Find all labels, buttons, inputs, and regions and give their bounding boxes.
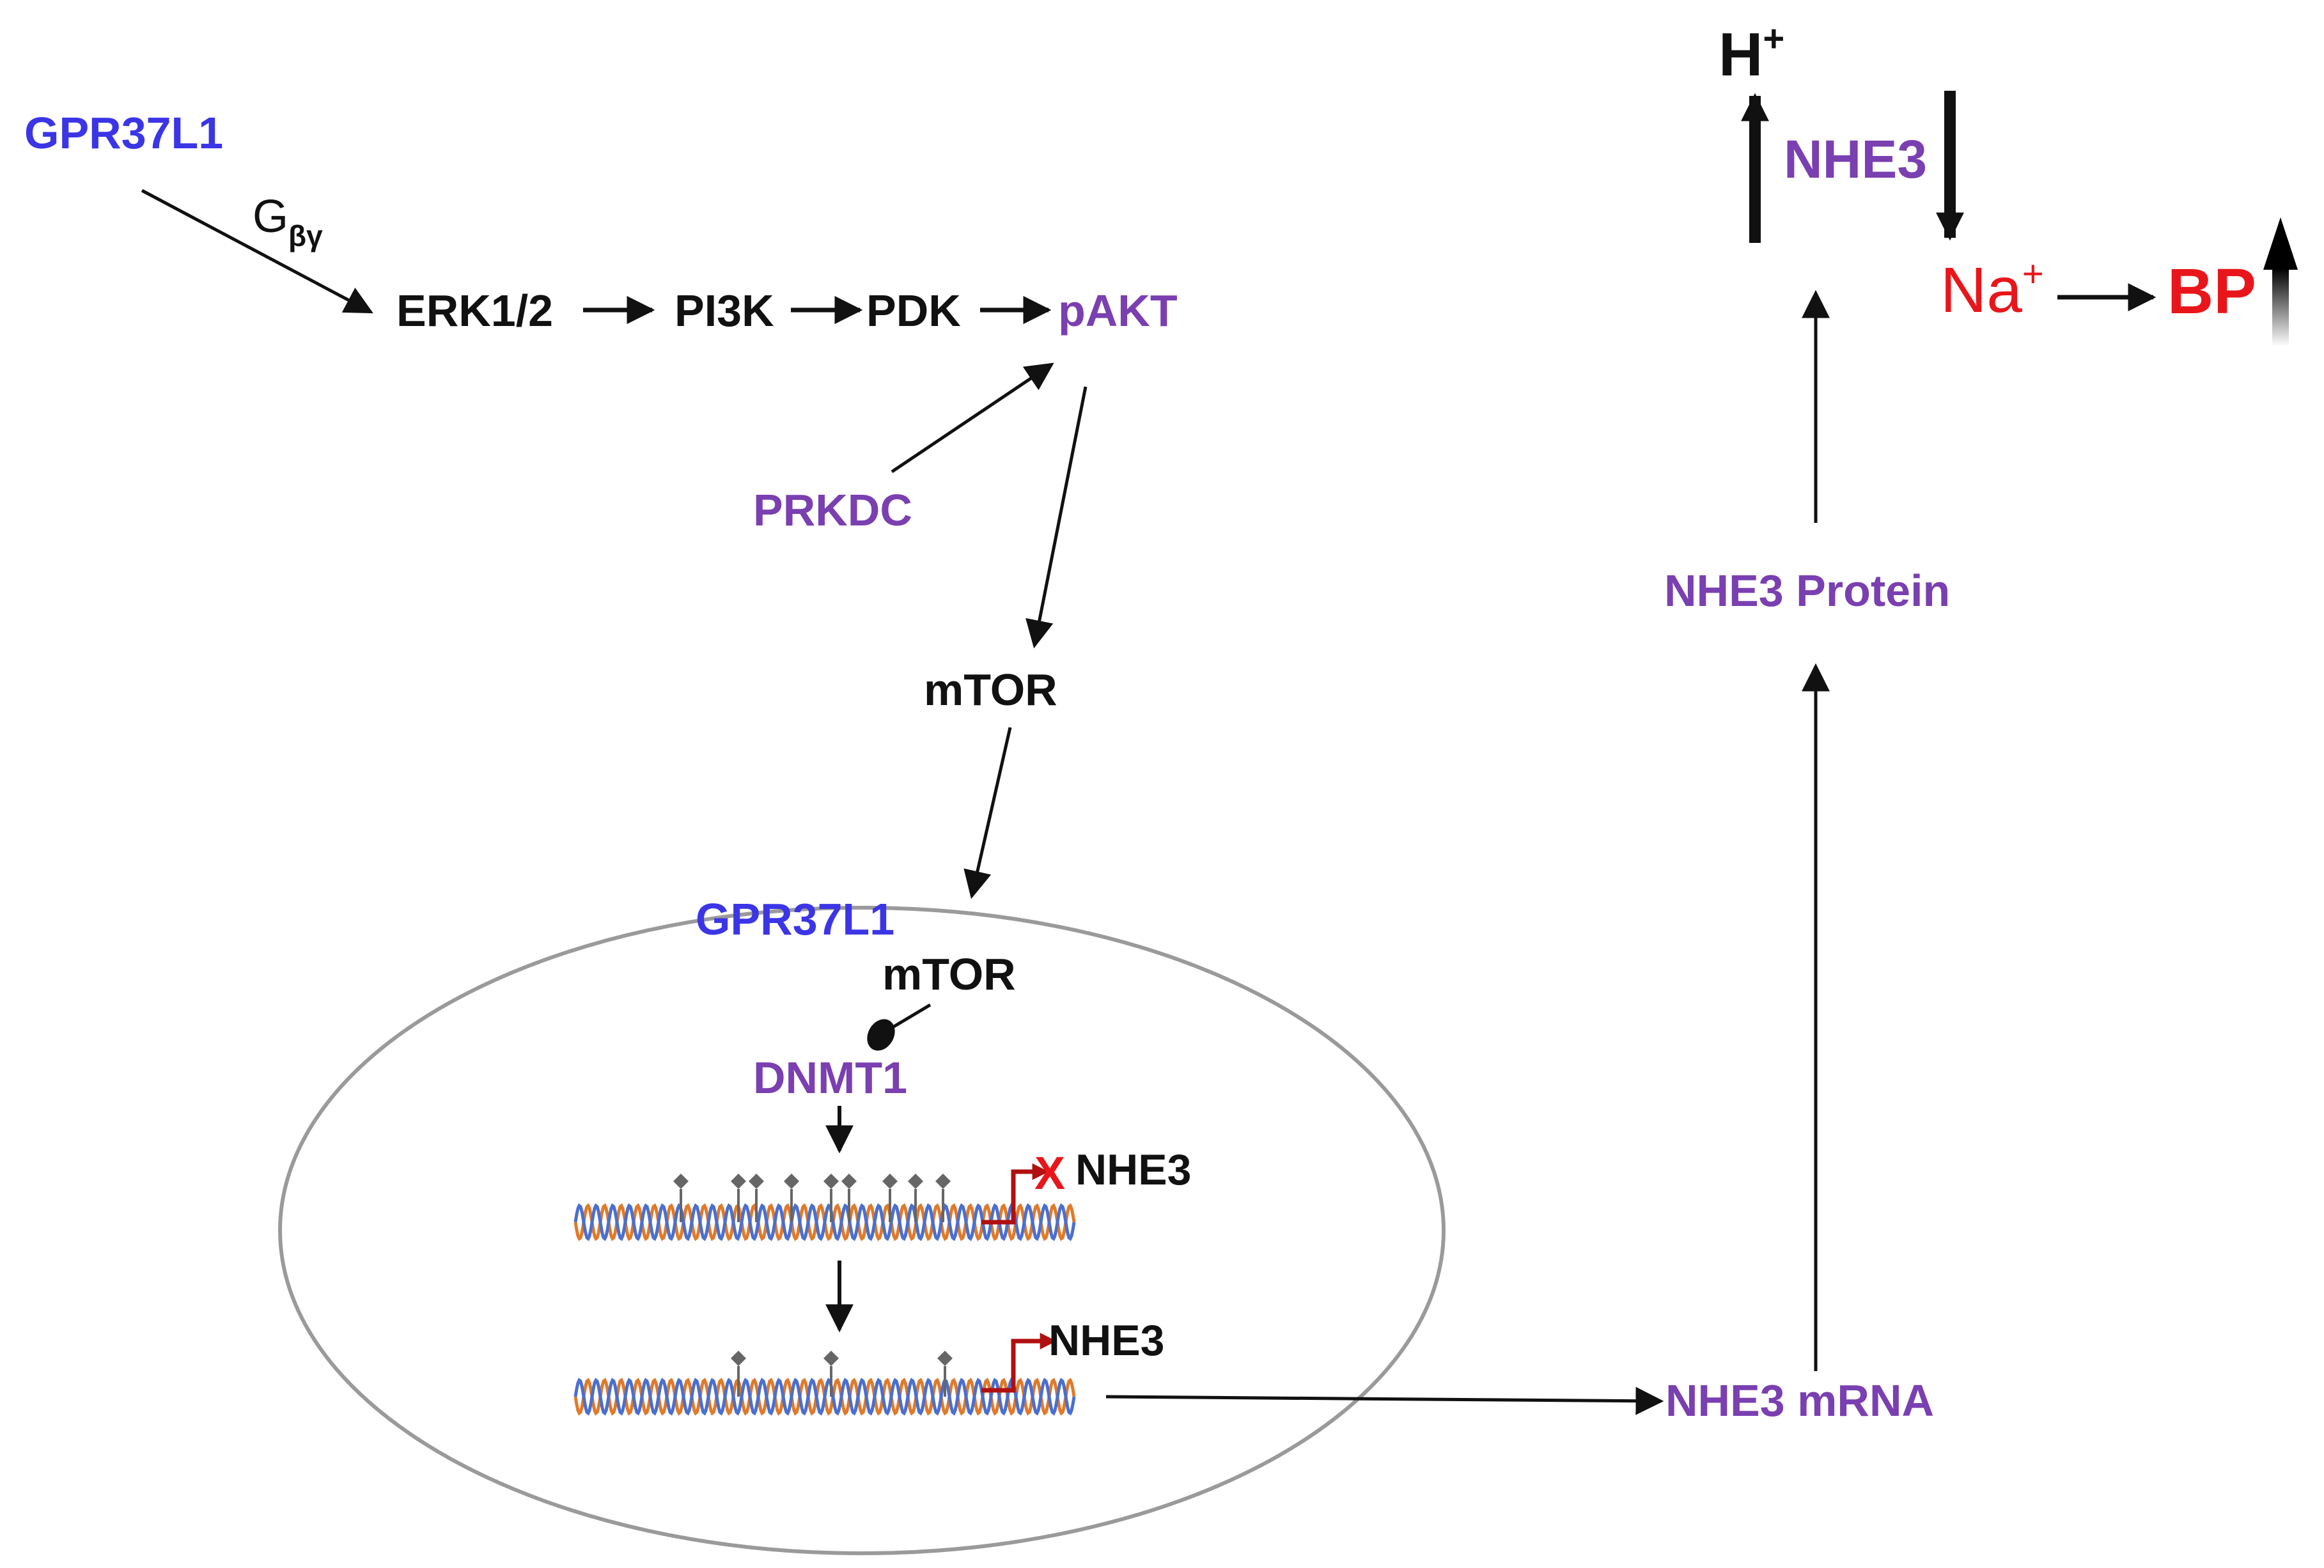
arrow-mtor-to-nucleus xyxy=(963,727,1012,899)
methylation-mark xyxy=(823,1351,839,1366)
bp-increase-arrowhead xyxy=(2263,217,2298,270)
methylation-mark xyxy=(935,1174,951,1189)
nucleus-ellipse xyxy=(278,906,1446,1555)
methylation-marks-active xyxy=(731,1351,953,1397)
methylation-marks-methylated xyxy=(673,1174,951,1222)
methylation-mark xyxy=(731,1174,746,1189)
bp-label: BP xyxy=(2167,256,2256,327)
blocked-x-mark: X xyxy=(1034,1148,1065,1199)
arrow-dna-to-mrna xyxy=(1105,1386,1664,1415)
methylation-mark xyxy=(731,1351,746,1366)
erk-label: ERK1/2 xyxy=(396,286,553,336)
dnmt1-label: DNMT1 xyxy=(753,1053,907,1103)
na-plus-label: Na+ xyxy=(1940,253,2044,326)
arrow-prkdc-to-pakt xyxy=(891,362,1054,474)
methylation-mark xyxy=(937,1351,953,1366)
gpr37l1-top-label: GPR37L1 xyxy=(24,108,223,158)
nhe3-mrna-label: NHE3 mRNA xyxy=(1665,1376,1934,1425)
inhibition-blunt-end xyxy=(867,1019,895,1051)
pdk-label: PDK xyxy=(866,286,961,336)
methylation-mark xyxy=(882,1174,898,1189)
methylation-mark xyxy=(784,1174,799,1189)
nhe3-exchanger-label: NHE3 xyxy=(1784,129,1927,189)
g-beta-gamma-label: Gβγ xyxy=(253,191,323,252)
methylation-mark xyxy=(908,1174,923,1189)
methylation-mark xyxy=(841,1174,857,1189)
methylation-mark xyxy=(823,1174,839,1189)
methylation-mark xyxy=(749,1174,764,1189)
nhe3-gene-silenced-label: NHE3 xyxy=(1075,1145,1191,1194)
prkdc-label: PRKDC xyxy=(753,485,912,535)
nhe3-protein-label: NHE3 Protein xyxy=(1664,566,1950,616)
dna-strand-active xyxy=(573,1351,1076,1416)
arrow-gpr37l1-to-erk xyxy=(141,189,373,314)
pakt-label: pAKT xyxy=(1058,286,1178,336)
nhe3-gene-active-label: NHE3 xyxy=(1049,1316,1164,1365)
inhibition-mtor-to-dnmt1 xyxy=(886,1003,932,1032)
arrow-pakt-to-mtor xyxy=(1026,386,1088,649)
tss-arrow-active xyxy=(981,1333,1057,1393)
pi3k-label: PI3K xyxy=(675,286,774,336)
gpr37l1-nucleus-label: GPR37L1 xyxy=(696,894,894,944)
mtor-nucleus-label: mTOR xyxy=(882,949,1016,999)
mtor-label: mTOR xyxy=(924,665,1057,715)
methylation-mark xyxy=(673,1174,689,1189)
dna-strand-methylated xyxy=(573,1174,1076,1241)
h-plus-label: H+ xyxy=(1719,18,1784,89)
bp-increase-bar xyxy=(2272,268,2289,346)
tss-arrow-blocked xyxy=(981,1163,1049,1225)
